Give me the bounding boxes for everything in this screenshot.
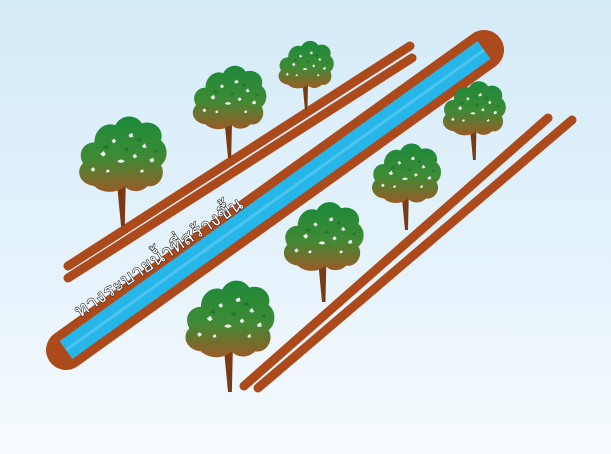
drainage-channel-illustration: ทางระบายน้ำที่สร้างขึ้น — [0, 0, 611, 454]
